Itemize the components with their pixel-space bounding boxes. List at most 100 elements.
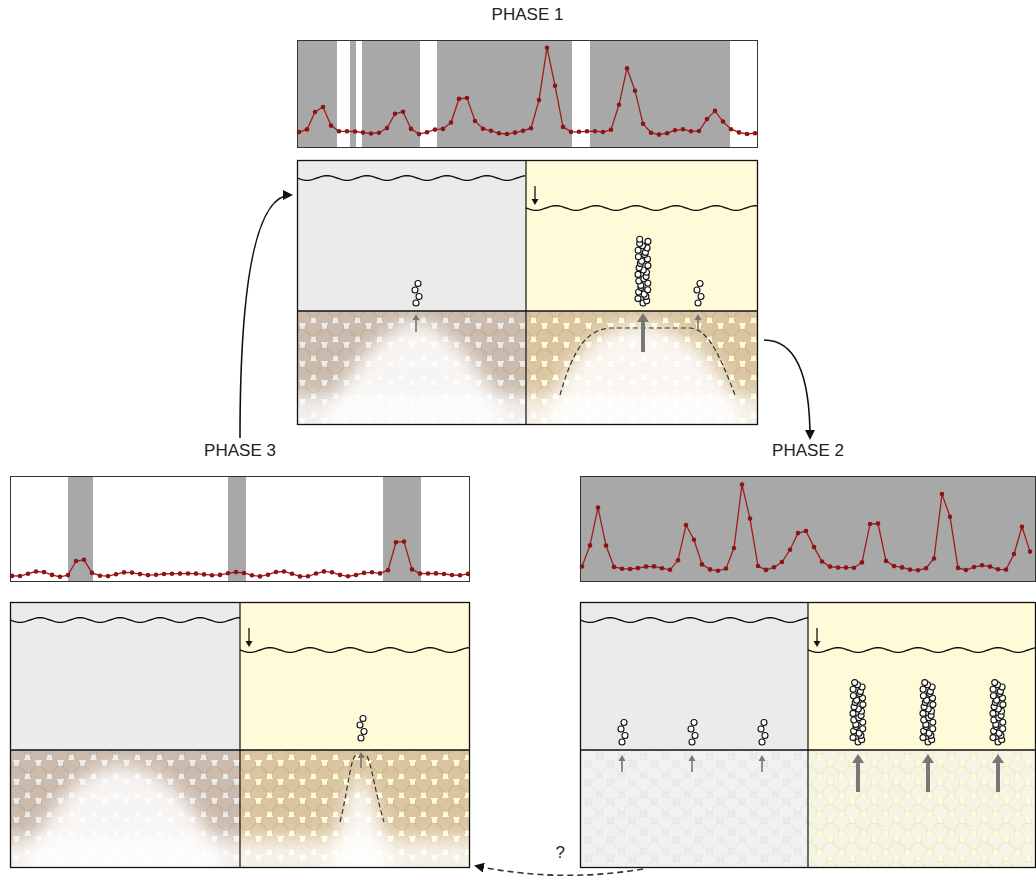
data-point [604,543,609,548]
data-point [668,568,673,573]
bubble [992,680,998,686]
data-point [369,131,374,136]
data-point [1012,552,1017,557]
data-point [354,573,359,578]
data-point [178,571,183,576]
data-point [796,531,801,536]
data-point [924,566,929,571]
gas-front-outline [340,756,384,822]
data-point [130,570,135,575]
data-point [745,132,750,137]
data-point [114,572,119,577]
data-point [940,492,945,497]
flux-arrow [641,321,645,352]
data-point [705,117,710,122]
chart-ground [10,476,470,582]
flux-line [582,485,1030,571]
bubble [850,735,856,741]
data-point [521,129,526,134]
sediment [808,750,1036,868]
data-point [66,573,71,578]
data-point [529,126,534,131]
data-point [426,571,431,576]
data-point [892,564,897,569]
data-point [401,109,406,114]
sediment [580,750,808,868]
flux-arrow [415,319,417,332]
data-point [434,571,439,576]
data-point [50,573,55,578]
bubble [413,300,419,306]
data-point [489,129,494,134]
data-point [505,132,510,137]
flux-line [299,48,755,135]
data-point [202,572,207,577]
data-point [266,572,271,577]
data-point [42,570,47,575]
arrow-head [852,754,864,763]
phase-panel: PHASE 3 [10,440,470,868]
bubble [930,702,936,708]
data-point [577,130,582,135]
chart-ground [580,476,1036,582]
bubble [360,716,366,722]
data-point [513,130,518,135]
data-point [633,88,638,93]
data-point [545,45,550,50]
flux-arrow [761,760,763,772]
bubble [850,693,856,699]
data-point [170,571,175,576]
data-point [497,131,502,136]
data-point [210,573,215,578]
data-point [386,568,391,573]
data-point [234,570,239,575]
data-point [242,571,247,576]
water-surface [297,176,525,181]
data-point [258,574,263,579]
water-column-drawdown [808,602,1036,868]
bubble [930,726,936,732]
arrow-head [695,314,702,320]
data-point [122,570,127,575]
data-point [617,103,622,108]
sediment-panel [580,602,1036,868]
sediment-panel [277,160,778,455]
bubble [698,294,704,300]
data-point [274,570,279,575]
data-point [378,571,383,576]
bubble [618,726,624,732]
data-point [418,571,423,576]
data-point [828,564,833,569]
flux-arrow [926,762,930,792]
data-point [394,540,399,545]
data-point [138,572,143,577]
panel-divider [525,160,526,425]
data-point [836,565,841,570]
bubble [621,720,627,726]
level-drop-arrow [248,628,249,642]
data-point [346,574,351,579]
phase-transition-arrow [476,866,643,875]
arrow-head [689,755,696,761]
data-point [980,563,985,568]
bubble [990,693,996,699]
data-point [812,545,817,550]
data-point [1028,549,1033,554]
bubble [762,733,768,739]
data-point [250,573,255,578]
bubble [358,735,364,741]
data-point [652,564,657,569]
bubble [416,294,422,300]
bubble [695,300,701,306]
data-point [820,559,825,564]
data-point [362,571,367,576]
shaded-band [580,476,1036,582]
data-point [321,105,326,110]
bubble [692,733,698,739]
data-point [34,569,39,574]
arrow-head [619,755,626,761]
bubble [852,680,858,686]
bubble [850,710,856,716]
